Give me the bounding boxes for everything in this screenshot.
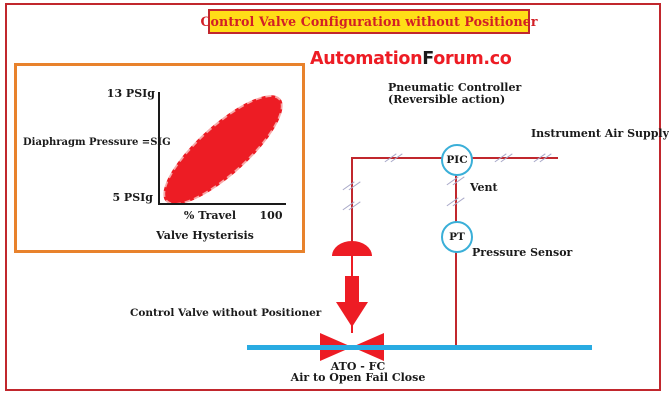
- pt-tag-text: PT: [449, 231, 465, 243]
- site-logo: AutomationForum.co: [310, 49, 512, 69]
- actuator-diaphragm-icon: [332, 241, 372, 256]
- pneumatic-controller-line2: (Reversible action): [388, 92, 506, 106]
- x-axis-label: % Travel: [183, 209, 237, 222]
- pic-tag-text: PIC: [446, 154, 468, 166]
- pt-instrument-bubble: PT: [441, 221, 473, 253]
- logo-text-part1: Automation: [310, 49, 423, 69]
- pneumatic-controller-line1: Pneumatic Controller: [388, 81, 522, 94]
- signal-line-pt-to-pipe: [455, 250, 457, 347]
- hysteresis-band: [149, 79, 297, 221]
- valve-code-full-label: Air to Open Fail Close: [290, 371, 426, 384]
- hysteresis-panel: 13 PSIg Diaphragm Pressure =SIG 5 PSIg %…: [14, 63, 305, 253]
- pic-instrument-bubble: PIC: [441, 144, 473, 176]
- pneumatic-hash-icon: [344, 199, 360, 213]
- outer-border: [5, 3, 661, 391]
- pneumatic-hash-icon: [344, 179, 360, 193]
- title-banner: Control Valve Configuration without Posi…: [200, 9, 537, 34]
- fail-close-arrow-icon: [345, 276, 359, 302]
- logo-text-part2: F: [422, 49, 434, 69]
- pneumatic-hash-icon: [496, 151, 512, 165]
- chart-title: Valve Hysterisis: [156, 229, 254, 242]
- pressure-sensor-label: Pressure Sensor: [472, 246, 573, 259]
- x-tick-max-label: 100: [259, 209, 283, 222]
- process-pipe: [247, 345, 592, 350]
- fail-close-arrow-head: [336, 302, 368, 327]
- pneumatic-hash-icon: [535, 151, 551, 165]
- chart-x-axis: [158, 203, 286, 205]
- pneumatic-controller-label: Pneumatic Controller (Reversible action): [388, 82, 521, 105]
- y-tick-bottom-label: 5 PSIg: [112, 191, 153, 204]
- instrument-air-supply-label: Instrument Air Supply: [531, 127, 669, 140]
- chart-y-axis: [158, 92, 160, 205]
- title-text: Control Valve Configuration without Posi…: [200, 14, 538, 29]
- pneumatic-hash-icon: [448, 174, 464, 188]
- y-tick-top-label: 13 PSIg: [106, 87, 155, 100]
- pneumatic-hash-icon: [386, 151, 402, 165]
- vent-label: Vent: [470, 181, 498, 194]
- pneumatic-hash-icon: [448, 195, 464, 209]
- signal-line-air-supply: [470, 157, 558, 159]
- valve-code-label: ATO - FC: [330, 360, 386, 373]
- logo-text-part3: orum.co: [433, 49, 512, 69]
- control-valve-label: Control Valve without Positioner: [130, 307, 322, 319]
- y-axis-label: Diaphragm Pressure =SIG: [23, 137, 171, 148]
